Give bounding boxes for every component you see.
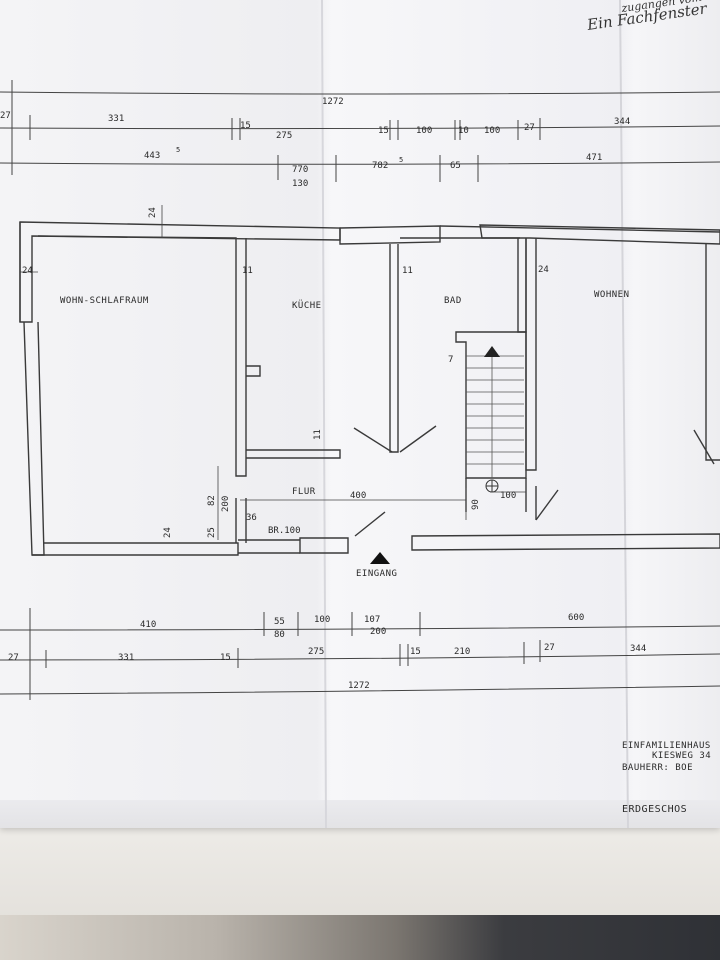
sheet-lower-edge [0, 800, 720, 828]
dim-top-130: 130 [292, 179, 308, 189]
dim-365: 36 [246, 513, 257, 523]
dim-bottom-27b: 27 [544, 643, 555, 653]
kitchen-fixture [246, 365, 261, 377]
dim-24-bottom: 24 [163, 527, 173, 538]
dim-wall-24-top: 24 [148, 207, 158, 218]
dim-bottom-210: 210 [454, 647, 470, 657]
dim-82: 82 [207, 495, 217, 506]
dim-bottom-410: 410 [140, 620, 156, 630]
wall-wohn-kueche [37, 235, 247, 477]
outer-wall-top-right-thick [479, 224, 720, 245]
dim-top-27b: 27 [524, 123, 535, 133]
dim-top-10: 10 [458, 126, 469, 136]
dim-top-15b: 15 [378, 126, 389, 136]
title-line-3: BAUHERR: BOE [622, 763, 693, 773]
dim-br-100: BR.100 [268, 526, 301, 536]
title-line-1: EINFAMILIENHAUS [622, 741, 711, 751]
outer-wall-bottom-mid [299, 537, 349, 554]
outer-wall-bottom-right [411, 533, 720, 551]
dim-top-770: 770 [292, 165, 308, 175]
dim-stair-7: 7 [448, 355, 453, 365]
door-swing [353, 427, 393, 453]
dim-flur-400: 400 [350, 491, 366, 501]
floor-plan-sheet [0, 0, 720, 828]
top-dimension-lines [0, 80, 720, 182]
wall-wohnen-left [525, 238, 537, 471]
outer-wall-bottom-left [32, 542, 239, 556]
dim-wall-11-bad: 11 [402, 266, 413, 276]
dim-25: 25 [207, 527, 217, 538]
door-swing [354, 511, 386, 537]
stair-treads [466, 350, 524, 478]
outer-wall-top-right [439, 225, 720, 233]
wall-kueche-bottom [246, 449, 341, 459]
dim-top-65: 65 [450, 161, 461, 171]
bottom-dimension-lines [0, 608, 720, 700]
dim-top-100b: 100 [484, 126, 500, 136]
wall-kueche-bad [389, 244, 399, 453]
dim-top-331: 331 [108, 114, 124, 124]
dim-top-15a: 15 [240, 121, 251, 131]
dim-top-275: 275 [276, 131, 292, 141]
dim-bottom-15a: 15 [220, 653, 231, 663]
dim-bottom-107: 107 [364, 615, 380, 625]
floor-background [0, 915, 720, 960]
dim-bottom-331: 331 [118, 653, 134, 663]
dim-200: 200 [221, 496, 231, 512]
wall-wohnen-right [705, 244, 720, 461]
dim-bottom-275: 275 [308, 647, 324, 657]
room-label-flur: FLUR [292, 487, 316, 497]
dim-top-471: 471 [586, 153, 602, 163]
dim-bottom-55: 55 [274, 617, 285, 627]
entrance-arrow [370, 552, 390, 564]
dim-bottom-344: 344 [630, 644, 646, 654]
dim-bottom-80: 80 [274, 630, 285, 640]
dim-bottom-27a: 27 [8, 653, 19, 663]
fold-line [619, 0, 629, 829]
door-swing [693, 429, 715, 465]
interior-dimension-lines [20, 205, 526, 540]
dim-100-stair: 100 [500, 491, 516, 501]
dim-wall-11-kueche: 11 [242, 266, 253, 276]
dim-bottom-600: 600 [568, 613, 584, 623]
dim-wall-115: 11 [313, 429, 323, 440]
dim-bottom-200: 200 [370, 627, 386, 637]
dim-bottom-15b: 15 [410, 647, 421, 657]
dim-top-sup5a: 5 [176, 146, 180, 154]
window-segment [339, 225, 441, 245]
dim-90: 90 [471, 499, 481, 510]
dim-top-100a: 100 [416, 126, 432, 136]
room-label-kueche: KÜCHE [292, 300, 322, 311]
room-label-wohnen: WOHNEN [594, 290, 630, 300]
walls [19, 221, 720, 556]
title-line-2: KIESWEG 34 [652, 751, 711, 761]
door-swing [535, 489, 559, 521]
dim-bottom-100: 100 [314, 615, 330, 625]
dim-top-sup5b: 5 [399, 156, 403, 164]
wall-bad-right [517, 238, 527, 333]
room-label-bad: BAD [444, 296, 462, 306]
dim-top-344: 344 [614, 117, 630, 127]
door-swing [399, 425, 437, 453]
dim-wall-24-wohnen: 24 [538, 265, 549, 275]
dim-top-27: 27 [0, 111, 11, 121]
outer-wall-left [23, 321, 45, 556]
dim-top-total: 1272 [322, 97, 344, 107]
room-label-wohn-schlafraum: WOHN-SCHLAFRAUM [60, 296, 149, 306]
dim-wall-24-left: 24 [22, 266, 33, 276]
dim-top-7825: 782 [372, 161, 388, 171]
dim-bottom-total: 1272 [348, 681, 370, 691]
title-line-4: ERDGESCHOS [622, 804, 687, 815]
dim-top-4435: 443 [144, 151, 160, 161]
stair-direction-arrow [484, 346, 500, 357]
fold-line [321, 0, 327, 829]
entrance-label: EINGANG [356, 569, 397, 579]
